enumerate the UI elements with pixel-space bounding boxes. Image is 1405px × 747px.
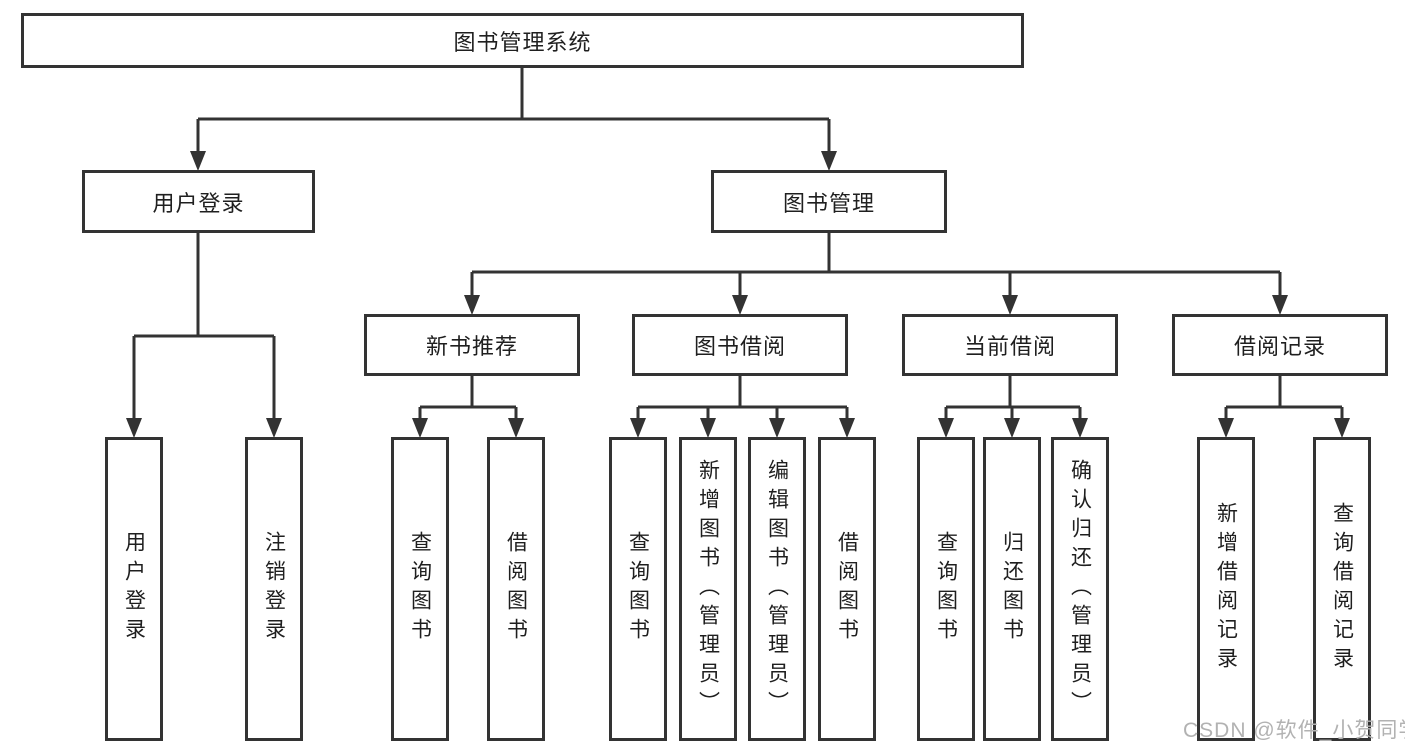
node-book-management: 图书管理	[711, 170, 947, 233]
leaf-return-book: 归还图书	[983, 437, 1041, 741]
leaf-borrow-books-borrow: 借阅图书	[818, 437, 876, 741]
arrowheads	[126, 151, 1350, 438]
leaf-logout: 注销登录	[245, 437, 303, 741]
leaf-borrow-books-recommend: 借阅图书	[487, 437, 545, 741]
leaf-confirm-return-admin: 确认归还（管理员）	[1051, 437, 1109, 741]
watermark-csdn: CSDN @软件_小贺同学	[1183, 719, 1405, 742]
leaf-query-books-current: 查询图书	[917, 437, 975, 741]
node-root: 图书管理系统	[21, 13, 1024, 68]
leaf-query-books-recommend: 查询图书	[391, 437, 449, 741]
leaf-add-borrow-record: 新增借阅记录	[1197, 437, 1255, 741]
node-user-login: 用户登录	[82, 170, 315, 233]
node-borrow-records: 借阅记录	[1172, 314, 1388, 376]
node-book-borrow: 图书借阅	[632, 314, 848, 376]
leaf-query-borrow-record: 查询借阅记录	[1313, 437, 1371, 741]
leaf-edit-book-admin: 编辑图书（管理员）	[748, 437, 806, 741]
node-current-borrow: 当前借阅	[902, 314, 1118, 376]
leaf-add-book-admin: 新增图书（管理员）	[679, 437, 737, 741]
leaf-user-login: 用户登录	[105, 437, 163, 741]
node-new-book-recommend: 新书推荐	[364, 314, 580, 376]
leaf-query-books-borrow: 查询图书	[609, 437, 667, 741]
